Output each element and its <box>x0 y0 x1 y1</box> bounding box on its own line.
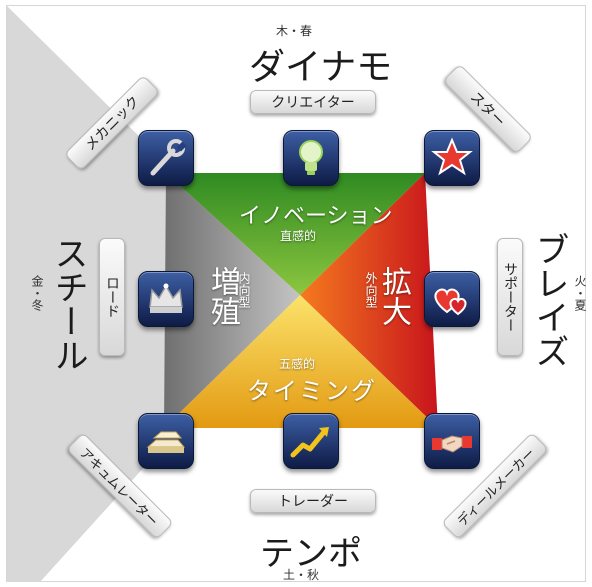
left-role-pill: ロード <box>99 238 125 356</box>
left-element-label: 金・冬 <box>30 275 44 311</box>
gold-bars-icon <box>138 413 194 469</box>
star-icon <box>424 130 480 186</box>
handshake-icon <box>424 413 480 469</box>
center-bottom-main: タイミング <box>247 377 377 405</box>
right-role-pill: サポーター <box>497 238 523 356</box>
center-top-main: イノベーション <box>239 204 393 229</box>
center-right-triangle <box>300 173 438 428</box>
left-title: スチール <box>48 236 88 372</box>
center-right-main: 拡大 <box>376 266 411 326</box>
rising-chart-icon <box>283 413 339 469</box>
right-element-label: 火・夏 <box>573 275 587 311</box>
bottom-title: テンポ <box>260 534 362 574</box>
center-right-sub: 外向型 <box>364 272 378 308</box>
center-top-triangle <box>166 173 425 295</box>
crown-icon <box>138 271 194 327</box>
center-bottom-triangle <box>164 295 438 428</box>
center-left-main: 増殖 <box>205 266 240 326</box>
center-left-triangle <box>164 173 300 428</box>
bottom-role-pill: トレーダー <box>250 489 376 513</box>
wrench-icon <box>138 130 194 186</box>
diagram-frame <box>6 5 586 582</box>
top-element-label: 木・春 <box>276 24 313 38</box>
right-title: ブレイズ <box>529 232 569 368</box>
bottom-element-label: 土・秋 <box>283 568 320 582</box>
top-role-pill: クリエイター <box>250 90 376 114</box>
center-left-sub: 内向型 <box>237 272 251 308</box>
center-bottom-sub: 五感的 <box>279 357 316 371</box>
top-title: ダイナモ <box>249 47 393 88</box>
hearts-icon <box>424 271 480 327</box>
center-top-sub: 直感的 <box>280 229 317 243</box>
lightbulb-icon <box>283 130 339 186</box>
